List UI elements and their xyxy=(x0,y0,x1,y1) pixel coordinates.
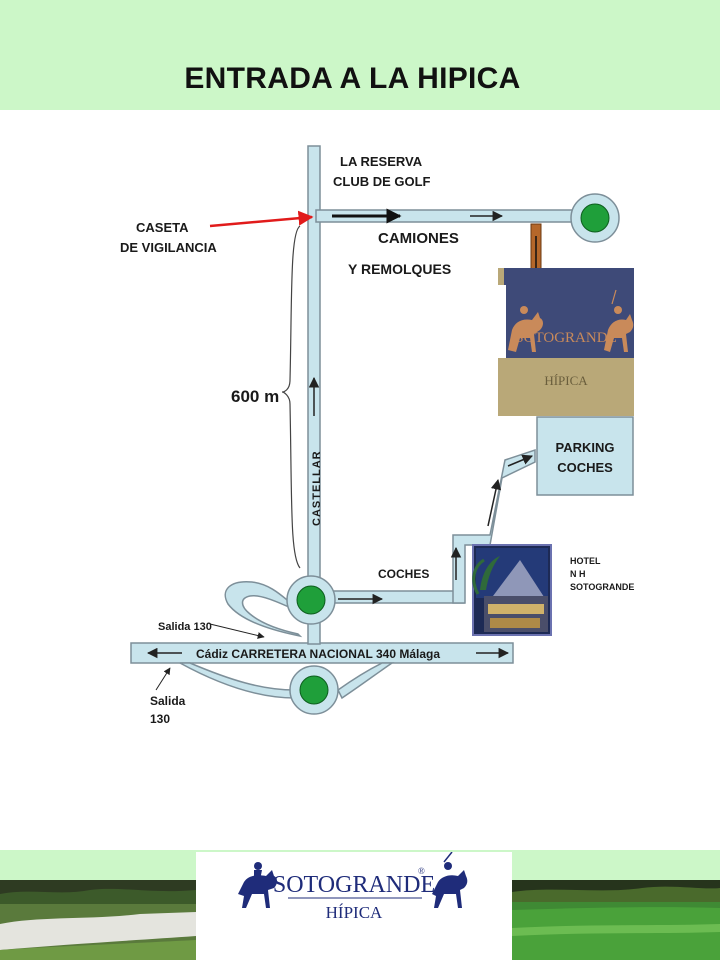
south-ramp-right xyxy=(337,662,395,700)
sign-brand: SOTOGRANDE xyxy=(515,330,616,346)
horse-rider-icon xyxy=(508,306,543,352)
label-la-reserva-line1: LA RESERVA xyxy=(340,154,423,169)
label-la-reserva-line2: CLUB DE GOLF xyxy=(333,174,431,189)
logo-brand: SOTOGRANDE xyxy=(273,872,435,898)
footer-logo: SOTOGRANDE ® HÍPICA xyxy=(196,851,512,960)
caseta-pointer xyxy=(209,210,314,228)
horse-rider-icon xyxy=(238,862,277,908)
sign-sub: HÍPICA xyxy=(544,373,588,388)
label-hotel-line1: HOTEL xyxy=(570,556,601,566)
arrow-up-icon xyxy=(487,478,502,527)
distance-bracket xyxy=(281,225,301,569)
label-caseta-line1: CASETA xyxy=(136,220,189,235)
route-map: SOTOGRANDE HÍPICA LA RESERVA CLUB DE GOL… xyxy=(120,145,634,726)
hipica-sign: SOTOGRANDE HÍPICA xyxy=(498,268,634,416)
logo-registered: ® xyxy=(418,866,425,876)
parking-access-road xyxy=(452,448,536,604)
label-caseta-line2: DE VIGILANCIA xyxy=(120,240,217,255)
parking-box xyxy=(536,416,634,496)
label-highway: Cádiz CARRETERA NACIONAL 340 Málaga xyxy=(196,647,440,661)
roundabout-icon xyxy=(570,193,620,243)
horse-rider-icon xyxy=(432,851,468,908)
arrow-right-icon xyxy=(507,454,533,467)
landscape-photo-right xyxy=(512,880,720,960)
salida-top-pointer xyxy=(209,623,265,639)
header-band xyxy=(0,0,720,110)
roundabout-icon xyxy=(286,575,336,625)
label-camiones: CAMIONES xyxy=(378,230,459,247)
label-remolques: Y REMOLQUES xyxy=(348,261,451,277)
roundabout-icon xyxy=(289,665,339,715)
label-hotel-line2: N H xyxy=(570,569,586,579)
coches-road xyxy=(319,590,465,604)
label-parking-line2: COCHES xyxy=(557,460,613,475)
hotel-photo xyxy=(472,544,552,636)
label-salida-130-top: Salida 130 xyxy=(158,621,212,633)
label-castellar: CASTELLAR xyxy=(311,450,323,526)
label-parking-line1: PARKING xyxy=(556,440,615,455)
label-coches: COCHES xyxy=(378,567,429,581)
page-title: ENTRADA A LA HIPICA xyxy=(184,62,521,95)
label-salida-bottom-line1: Salida xyxy=(150,694,186,708)
national-road-340 xyxy=(130,642,514,664)
salida-bottom-pointer xyxy=(155,667,171,691)
label-hotel-line3: SOTOGRANDE xyxy=(570,582,634,592)
label-salida-bottom-line2: 130 xyxy=(150,712,170,726)
south-ramp-left xyxy=(179,662,296,699)
label-distance: 600 m xyxy=(231,387,279,406)
logo-sub: HÍPICA xyxy=(326,903,383,922)
horse-rider-icon xyxy=(604,289,634,352)
landscape-photo-left xyxy=(0,880,196,960)
